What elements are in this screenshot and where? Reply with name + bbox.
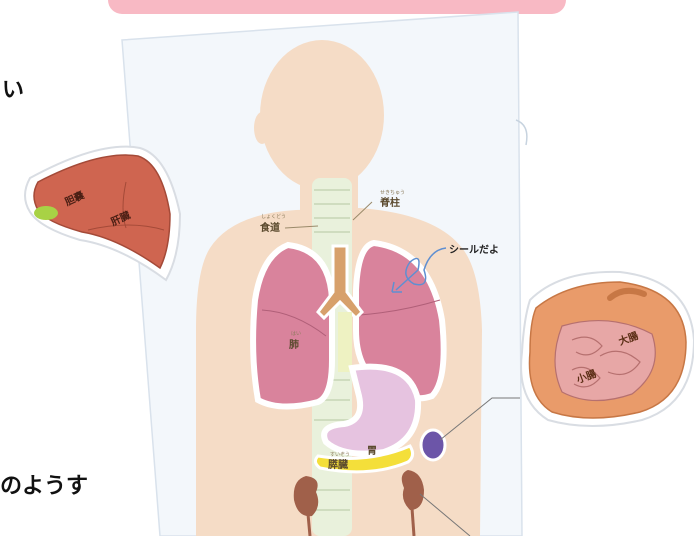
- ureter-left: [308, 514, 310, 536]
- esophagus-label: 食道: [260, 219, 280, 234]
- intestine-sticker: [521, 272, 694, 426]
- ureter-right: [412, 508, 414, 536]
- sticker-callout-text: シールだよ: [449, 241, 499, 256]
- esophagus: [338, 312, 352, 372]
- spleen: [421, 430, 445, 460]
- stomach-label: 胃: [367, 442, 377, 457]
- liver-sticker: [25, 147, 180, 280]
- spine-label: 脊柱: [380, 194, 400, 209]
- lungs-label: 肺: [289, 336, 299, 351]
- pancreas-label: 膵臓: [328, 456, 348, 471]
